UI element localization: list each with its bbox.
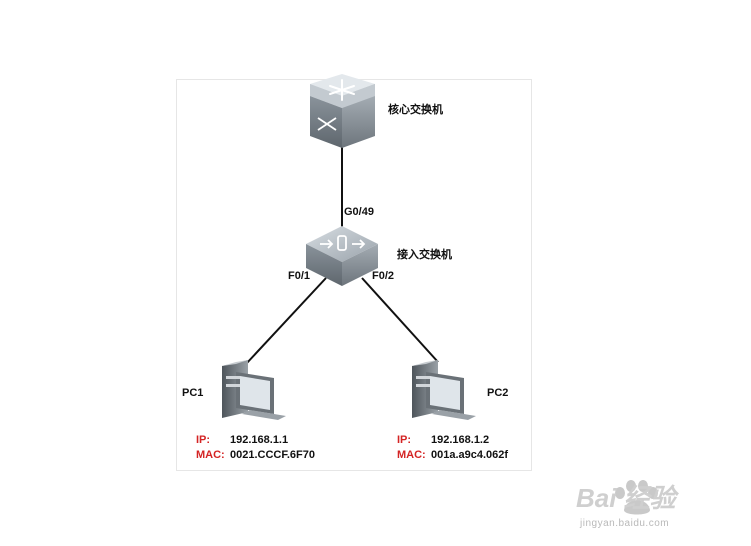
pc2-mac-row: MAC: 001a.a9c4.062f (397, 449, 508, 461)
watermark-logo (615, 480, 658, 515)
port-label-pc1: F0/1 (288, 270, 311, 282)
pc1-mac-key: MAC: (196, 449, 225, 461)
pc2-ip-key: IP: (397, 434, 412, 446)
access-switch-icon (306, 226, 378, 286)
link-access-pc2 (361, 277, 439, 363)
pc1-computer-icon (222, 360, 286, 420)
port-label-uplink: G0/49 (344, 206, 374, 218)
pc2-ip-value: 192.168.1.2 (431, 434, 490, 446)
watermark-brand: Bai 经验 (576, 483, 676, 513)
core-switch-icon (310, 74, 375, 148)
pc2-computer-icon (412, 360, 476, 420)
core-switch-label: 核心交换机 (388, 103, 443, 116)
pc1-ip-value: 192.168.1.1 (230, 434, 289, 446)
pc1-label: PC1 (182, 387, 204, 399)
link-access-pc1 (245, 277, 327, 365)
pc2-mac-key: MAC: (397, 449, 426, 461)
pc1-ip-key: IP: (196, 434, 211, 446)
port-label-pc2: F0/2 (372, 270, 395, 282)
pc2-label: PC2 (487, 387, 509, 399)
pc2-mac-value: 001a.a9c4.062f (431, 449, 509, 461)
pc2-ip-row: IP: 192.168.1.2 (397, 434, 489, 446)
access-switch-label: 接入交换机 (397, 248, 452, 261)
pc1-ip-row: IP: 192.168.1.1 (196, 434, 288, 446)
watermark-domain: jingyan.baidu.com (580, 518, 670, 529)
pc1-mac-value: 0021.CCCF.6F70 (230, 449, 315, 461)
pc1-mac-row: MAC: 0021.CCCF.6F70 (196, 449, 315, 461)
